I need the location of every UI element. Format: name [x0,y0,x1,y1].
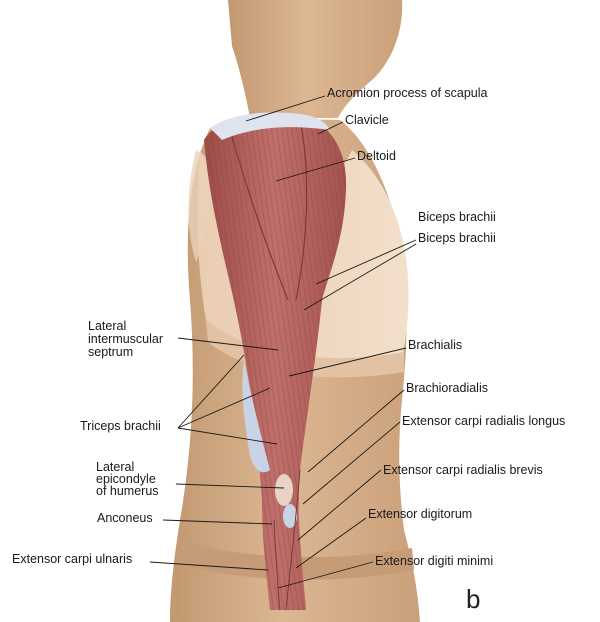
label-anconeus: Anconeus [97,511,153,525]
label-ecu: Extensor carpi ulnaris [12,552,132,566]
label-acromion: Acromion process of scapula [327,86,488,100]
label-lateral-epicondyle-line1: Lateral [96,460,134,474]
labels: Acromion process of scapula Clavicle Del… [12,86,565,614]
label-brachioradialis: Brachioradialis [406,381,488,395]
label-lateral-epicondyle-line3: of humerus [96,484,159,498]
label-lateral-septum-line3: septrum [88,345,133,359]
label-clavicle: Clavicle [345,113,389,127]
label-lateral-epicondyle-line2: epicondyle [96,472,156,486]
label-lateral-septum-line1: Lateral [88,319,126,333]
leader-lines [149,95,417,589]
label-biceps-2: Biceps brachii [418,231,496,245]
arm-muscles [204,112,347,611]
label-ecrb: Extensor carpi radialis brevis [383,463,543,477]
label-deltoid: Deltoid [357,149,396,163]
label-lateral-septum-line2: intermuscular [88,332,163,346]
label-triceps: Triceps brachii [80,419,161,433]
panel-letter: b [466,584,480,614]
label-biceps-1: Biceps brachii [418,210,496,224]
label-lateral-epicondyle: Lateral epicondyle of humerus [96,460,159,498]
label-ecrl: Extensor carpi radialis longus [402,414,565,428]
label-extensor-digitorum: Extensor digitorum [368,507,472,521]
label-brachialis: Brachialis [408,338,462,352]
label-lateral-septum: Lateral intermuscular septrum [88,319,167,359]
label-edm: Extensor digiti minimi [375,554,493,568]
